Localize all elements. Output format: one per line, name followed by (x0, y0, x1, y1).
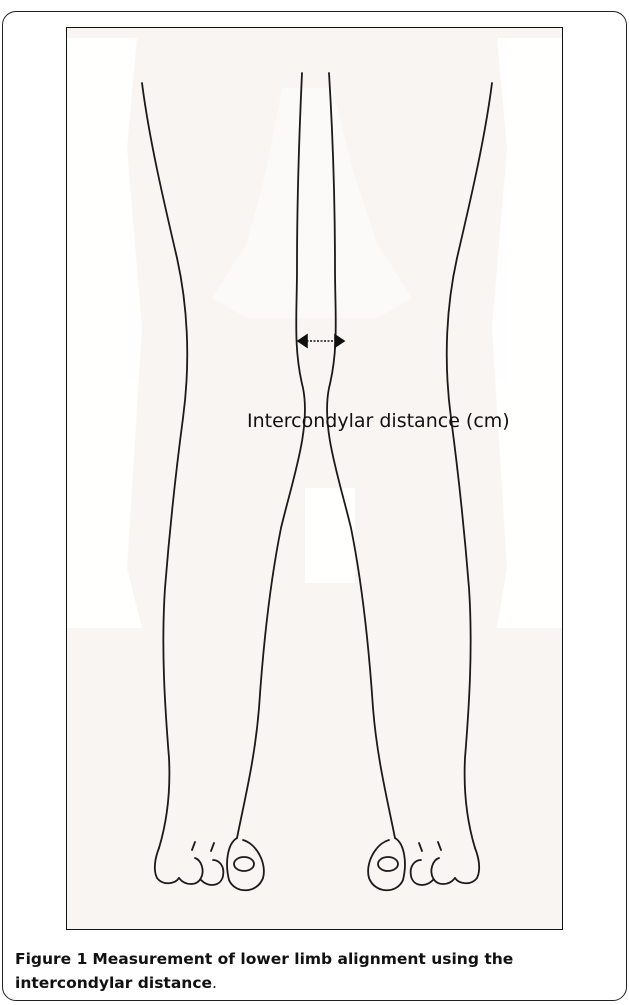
legs-drawing (67, 28, 563, 930)
intercondylar-distance-label: Intercondylar distance (cm) (247, 410, 510, 432)
figure-caption-text: Measurement of lower limb alignment usin… (15, 950, 513, 992)
figure-label: Figure 1 (15, 950, 87, 968)
caption-period: . (212, 974, 217, 992)
figure-caption: Figure 1 Measurement of lower limb align… (15, 947, 615, 995)
limb-illustration: Intercondylar distance (cm) (66, 27, 563, 930)
